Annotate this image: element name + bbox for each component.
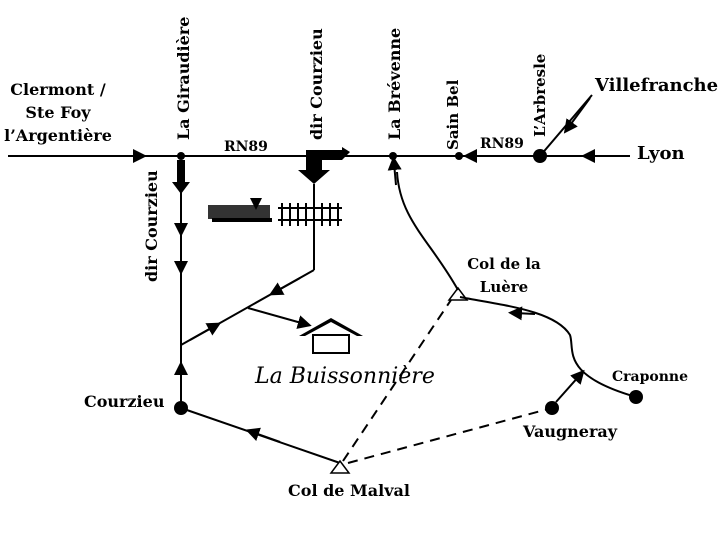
road-arrow-diagonal-a [268, 277, 301, 296]
junction-brevenne [389, 152, 397, 160]
road-arrow-diagonal-b [189, 322, 222, 341]
col-de-malval-pass [329, 459, 351, 474]
label-rn89-right: RN89 [480, 136, 524, 152]
label-l-arbresle: L’Arbresle [531, 54, 549, 137]
villefranche-arrow [563, 97, 591, 134]
dashed-malval-vaugneray [347, 407, 553, 464]
road-arrow-luere [508, 306, 536, 321]
label-villefranche: Villefranche [594, 75, 718, 96]
craponne-dot [629, 390, 643, 404]
label-clermont-3: l’Argentière [4, 126, 112, 145]
road-craponne-luere [459, 296, 637, 398]
turn-arrow-dir-courzieu [298, 147, 350, 184]
junction-arbresle [533, 149, 547, 163]
label-sain-bel: Sain Bel [444, 79, 462, 150]
label-lyon: Lyon [637, 143, 685, 164]
label-la-buissonniere: La Buissonnière [254, 364, 435, 389]
label-vaugneray: Vaugneray [522, 422, 618, 441]
road-vaugneray-arrow [555, 369, 585, 403]
road-luere-brevenne [396, 171, 459, 291]
label-la-giraudiere: La Giraudière [174, 17, 193, 140]
road-arrow-brevenne [387, 156, 402, 186]
house-icon [299, 318, 363, 354]
label-courzieu: Courzieu [84, 392, 165, 411]
label-rn89-left: RN89 [224, 139, 268, 155]
junction-giraudiere [177, 152, 185, 160]
label-clermont-2: Ste Foy [25, 103, 91, 122]
road-to-house [247, 307, 312, 329]
train-icon [208, 198, 342, 226]
label-col-de-la-luere-1: Col de la [467, 255, 541, 273]
label-col-de-malval: Col de Malval [288, 481, 410, 500]
label-la-brevenne: La Brévenne [385, 28, 404, 140]
label-clermont-1: Clermont / [10, 80, 106, 99]
road-arrow-malval [245, 427, 281, 443]
vaugneray-dot [545, 401, 559, 415]
label-craponne: Craponne [612, 369, 688, 385]
label-dir-courzieu-side: dir Courzieu [142, 170, 161, 282]
label-col-de-la-luere-2: Luère [480, 278, 528, 296]
junction-sain-bel [455, 152, 463, 160]
label-dir-courzieu-top: dir Courzieu [307, 28, 326, 140]
